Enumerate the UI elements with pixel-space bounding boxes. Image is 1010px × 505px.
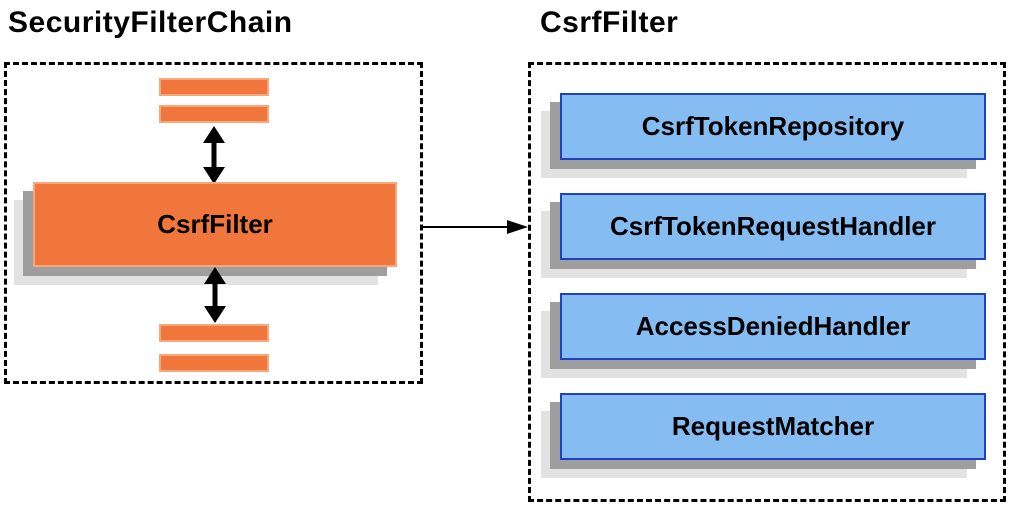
filter-chain-bar-bottom-2 xyxy=(159,354,269,372)
security-filter-chain-panel: CsrfFilter xyxy=(4,62,423,384)
component-label: AccessDeniedHandler xyxy=(635,311,911,341)
filter-chain-bar-top-2 xyxy=(159,105,269,123)
filter-chain-bar-bottom-1 xyxy=(159,324,269,342)
component-label: CsrfTokenRepository xyxy=(641,111,905,141)
csrf-filter-node: CsrfFilter xyxy=(33,182,397,267)
double-headed-arrow-icon xyxy=(204,267,226,323)
component-label: CsrfTokenRequestHandler xyxy=(609,211,937,241)
csrf-filter-panel: CsrfTokenRepository CsrfTokenRequestHand… xyxy=(528,62,1006,502)
security-filter-chain-title: SecurityFilterChain xyxy=(8,6,293,39)
double-headed-arrow-icon xyxy=(203,126,225,184)
right-arrow-icon xyxy=(423,220,528,234)
component-csrf-token-repository: CsrfTokenRepository xyxy=(560,93,986,160)
filter-chain-bar-top-1 xyxy=(159,78,269,96)
csrf-filter-node-label: CsrfFilter xyxy=(157,209,273,239)
component-csrf-token-request-handler: CsrfTokenRequestHandler xyxy=(560,193,986,260)
component-label: RequestMatcher xyxy=(671,411,875,441)
csrf-filter-title: CsrfFilter xyxy=(540,6,679,39)
component-request-matcher: RequestMatcher xyxy=(560,393,986,460)
component-access-denied-handler: AccessDeniedHandler xyxy=(560,293,986,360)
